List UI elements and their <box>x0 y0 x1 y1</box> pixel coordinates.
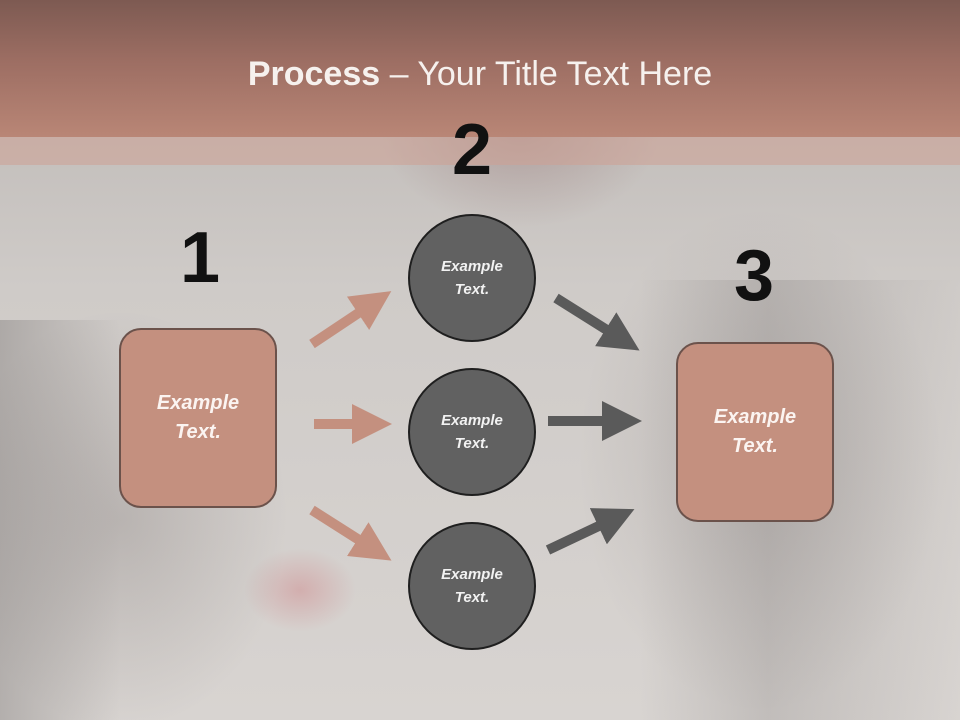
step-number-1: 1 <box>179 218 221 298</box>
right-box-label: Example Text. <box>713 406 797 457</box>
right-process-box[interactable]: Example Text. <box>676 342 834 522</box>
circle-middle[interactable]: Example Text. <box>408 368 536 496</box>
circle-bottom-label: Example Text. <box>441 566 503 606</box>
arrow-left-to-bottom <box>309 505 392 561</box>
left-process-box[interactable]: Example Text. <box>119 328 277 508</box>
arrow-bottom-to-right <box>545 508 635 555</box>
circle-top-label: Example Text. <box>441 258 503 298</box>
arrow-left-to-top <box>309 291 392 349</box>
background-shade-left <box>0 320 120 720</box>
slide-title[interactable]: Process – Your Title Text Here <box>0 52 960 96</box>
step-number-3: 3 <box>733 236 775 316</box>
circle-bottom[interactable]: Example Text. <box>408 522 536 650</box>
circle-middle-label: Example Text. <box>441 412 503 452</box>
header-band <box>0 0 960 137</box>
circle-top[interactable]: Example Text. <box>408 214 536 342</box>
left-box-label: Example Text. <box>156 392 240 443</box>
title-rest: – Your Title Text Here <box>380 55 713 93</box>
header-strip <box>0 137 960 165</box>
arrow-top-to-right <box>553 293 640 351</box>
step-number-2: 2 <box>451 110 493 190</box>
title-bold: Process <box>247 55 381 93</box>
